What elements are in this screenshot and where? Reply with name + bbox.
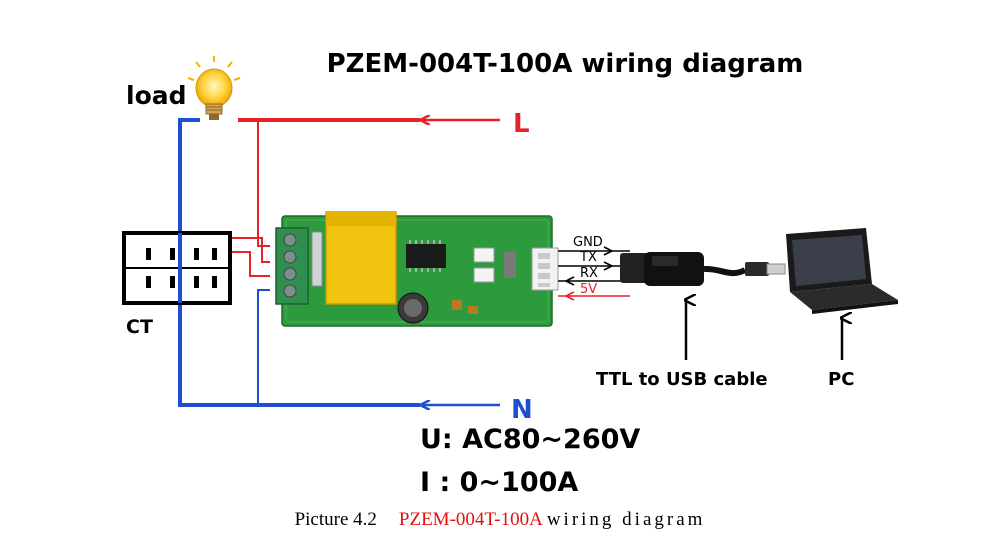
current-spec: I : 0~100A	[420, 467, 578, 498]
voltage-spec: U: AC80~260V	[420, 424, 640, 455]
rx-label: RX	[580, 266, 598, 281]
5v-label: 5V	[580, 282, 597, 297]
usb-cable-label: TTL to USB cable	[596, 369, 768, 390]
current-transformer	[122, 231, 232, 305]
caption-model: PZEM-004T-100A	[398, 509, 543, 530]
pc-label: PC	[828, 369, 854, 390]
ct-label: CT	[126, 316, 153, 338]
serial-wires	[558, 246, 630, 301]
gnd-label: GND	[573, 235, 603, 250]
pzem-module-board	[275, 211, 559, 327]
tx-label: TX	[579, 250, 597, 265]
neutral-label: N	[511, 395, 533, 425]
diagram-title: PZEM-004T-100A wiring diagram	[327, 49, 804, 79]
live-label: L	[513, 109, 530, 139]
laptop-icon	[786, 228, 898, 314]
caption-number: Picture 4.2	[294, 509, 377, 530]
caption-description: wiring diagram	[546, 509, 706, 530]
load-label: load	[126, 81, 187, 110]
live-wire	[222, 120, 500, 277]
light-bulb-icon	[187, 56, 241, 120]
ttl-usb-cable	[620, 252, 786, 286]
